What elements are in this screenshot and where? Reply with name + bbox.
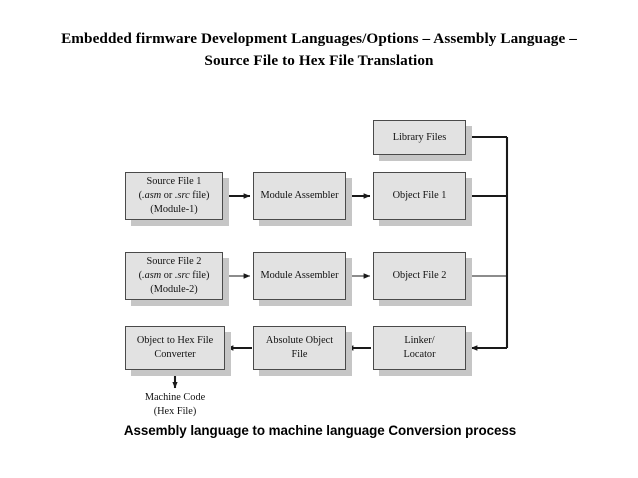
node-source-file-1-line2: (.asm or .src file)	[138, 190, 210, 201]
node-module-assembler-2-label: Module Assembler	[260, 270, 339, 281]
terminal-machine-code: Machine Code (Hex File)	[113, 391, 237, 419]
node-source-file-2-line2: (.asm or .src file)	[138, 270, 210, 281]
node-module-assembler-2[interactable]: Module Assembler	[253, 252, 346, 300]
node-object-to-hex-converter-line2: Converter	[154, 349, 196, 360]
diagram-caption: Assembly language to machine language Co…	[123, 423, 517, 438]
node-object-file-2[interactable]: Object File 2	[373, 252, 466, 300]
node-library-files[interactable]: Library Files	[373, 120, 466, 155]
node-source-file-1[interactable]: Source File 1 (.asm or .src file) (Modul…	[125, 172, 223, 220]
node-object-to-hex-converter-line1: Object to Hex File	[136, 335, 214, 346]
page-title-line2: Source File to Hex File Translation	[204, 51, 434, 69]
node-module-assembler-1[interactable]: Module Assembler	[253, 172, 346, 220]
node-object-file-2-label: Object File 2	[392, 270, 447, 281]
node-object-file-1-label: Object File 1	[392, 190, 447, 201]
node-object-file-1[interactable]: Object File 1	[373, 172, 466, 220]
node-source-file-2-line3: (Module-2)	[150, 284, 198, 295]
node-module-assembler-1-label: Module Assembler	[260, 190, 339, 201]
terminal-machine-code-line2: (Hex File)	[153, 406, 197, 418]
node-absolute-object-file-label: Absolute Object File	[265, 335, 334, 360]
node-source-file-2-line1: Source File 2	[146, 256, 202, 267]
terminal-machine-code-line1: Machine Code	[144, 392, 206, 403]
node-source-file-1-line1: Source File 1	[146, 176, 202, 187]
node-absolute-object-file[interactable]: Absolute Object File	[253, 326, 346, 370]
page-title-line1: Embedded firmware Development Languages/…	[61, 30, 577, 47]
node-linker-locator-line2: Locator	[403, 349, 436, 360]
node-object-to-hex-converter[interactable]: Object to Hex File Converter	[125, 326, 225, 370]
node-linker-locator[interactable]: Linker/ Locator	[373, 326, 466, 370]
node-source-file-1-line3: (Module-1)	[150, 204, 198, 215]
node-library-files-label: Library Files	[392, 131, 447, 143]
node-source-file-2[interactable]: Source File 2 (.asm or .src file) (Modul…	[125, 252, 223, 300]
node-linker-locator-line1: Linker/	[404, 335, 435, 346]
page-title: Embedded firmware Development Languages/…	[40, 28, 598, 71]
